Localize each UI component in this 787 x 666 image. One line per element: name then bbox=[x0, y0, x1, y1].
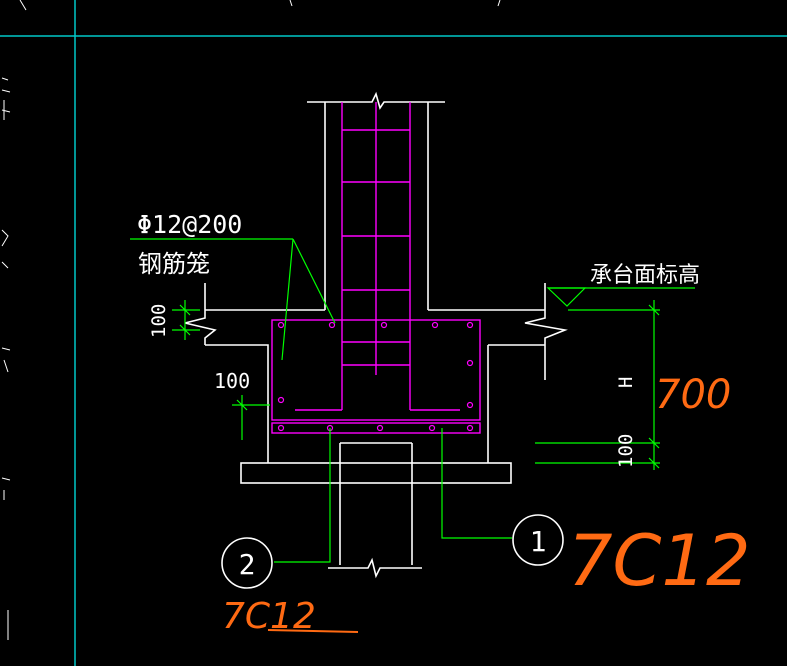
rebar-bar-dots bbox=[277, 321, 474, 432]
callout-1-circle bbox=[512, 514, 564, 566]
callout-2-circle bbox=[221, 537, 273, 589]
rebar-spec-label: Φ12@200 bbox=[137, 210, 242, 239]
rebar-cage-label: 钢筋笼 bbox=[138, 250, 210, 278]
left-edge-fragments bbox=[1, 0, 501, 640]
handwritten-underline bbox=[267, 629, 359, 633]
dim-100-inner-label: 100 bbox=[214, 369, 250, 393]
rebar-cage bbox=[271, 102, 481, 434]
callout-2-number: 2 bbox=[239, 548, 256, 581]
structure-outline bbox=[184, 91, 568, 579]
dim-100-right-label: 100 bbox=[615, 434, 637, 468]
callout-1: 1 bbox=[512, 514, 564, 566]
dim-100-left-label: 100 bbox=[148, 304, 170, 338]
leader-and-dimension-lines bbox=[130, 238, 695, 563]
dim-H-label: H bbox=[615, 377, 637, 388]
handwritten-callout-1-value: 7C12 bbox=[568, 520, 751, 602]
callout-1-number: 1 bbox=[530, 525, 547, 558]
handwritten-h-value: 700 bbox=[655, 372, 731, 418]
callout-2: 2 bbox=[221, 537, 273, 589]
cap-top-elevation-label: 承台面标高 bbox=[590, 263, 700, 288]
